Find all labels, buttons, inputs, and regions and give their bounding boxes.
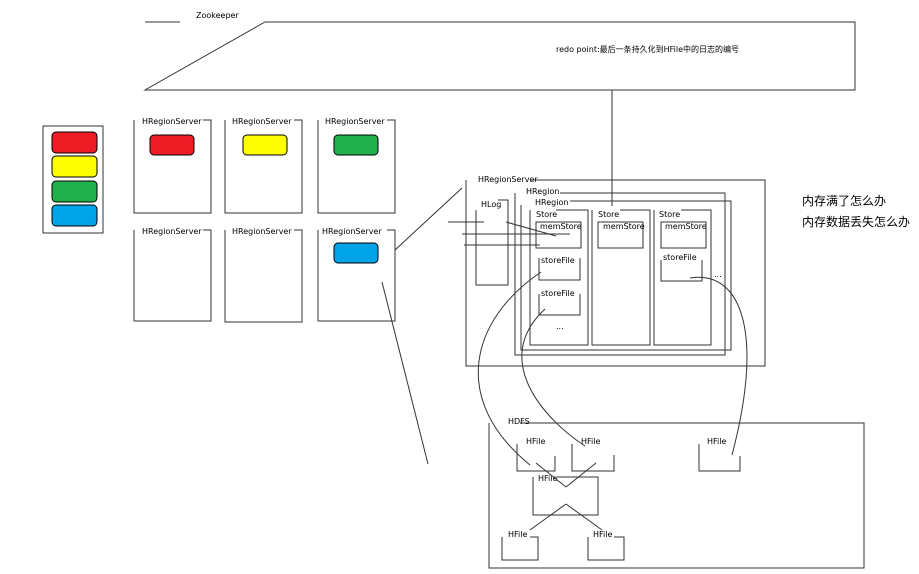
region-server-label: HRegionServer (325, 117, 385, 126)
region-server-3: HRegionServer (317, 117, 396, 214)
store-2 (591, 209, 651, 346)
detail-server-label: HRegionServer (478, 175, 538, 184)
hregion-label: HRegion (535, 198, 568, 207)
hfile-label: HFile (593, 530, 612, 539)
hregion-back-label: HRegion (526, 187, 559, 196)
hregion (520, 200, 732, 351)
flush-curve (477, 271, 542, 466)
store-label: Store (598, 210, 619, 219)
region-chip-blue (333, 242, 379, 264)
ellipsis: ... (714, 270, 722, 279)
question-1: 内存满了怎么办 (802, 193, 886, 208)
hfile-merged-box (532, 476, 599, 516)
region-server-label: HRegionServer (232, 117, 292, 126)
flush-curve (689, 276, 748, 456)
memstore-box (597, 221, 644, 249)
merge-line (535, 462, 567, 488)
palette-chip-red (51, 131, 98, 154)
storefile-label: storeFile (541, 256, 575, 265)
memstore-label: memStore (665, 222, 707, 231)
store-label: Store (536, 210, 557, 219)
question-2: 内存数据丢失怎么办 (802, 214, 910, 229)
hfile-box (571, 444, 615, 472)
region-chip-yellow (242, 134, 288, 156)
store-1 (529, 209, 589, 346)
hfile-label: HFile (538, 474, 557, 483)
split-line (565, 503, 603, 531)
hfile-box (501, 536, 539, 561)
merge-line (565, 462, 597, 488)
hfile-box (698, 444, 741, 472)
region-server-2: HRegionServer (224, 117, 303, 214)
hlog-box (475, 199, 509, 286)
zoom-line-top (394, 187, 463, 251)
memstore-box (660, 221, 707, 249)
region-server-4: HRegionServer (133, 227, 212, 322)
write-line (505, 221, 557, 237)
palette-chip-blue (51, 204, 98, 227)
palette-chip-green (51, 180, 98, 203)
zookeeper-title: Zookeeper (196, 11, 239, 20)
split-line (529, 503, 567, 531)
memstore-label: memStore (540, 222, 582, 231)
hdfs-label: HDFS (508, 417, 530, 426)
storefile-box (538, 294, 581, 316)
region-chip-green (333, 134, 379, 156)
hlog-label: HLog (481, 200, 501, 209)
hfile-label: HFile (581, 437, 600, 446)
zookeeper-note: redo point:最后一条持久化到HFile中的日志的编号 (556, 44, 739, 54)
region-server-1: HRegionServer (133, 117, 212, 214)
palette-chip-yellow (51, 155, 98, 178)
hfile-label: HFile (526, 437, 545, 446)
hfile-label: HFile (707, 437, 726, 446)
region-server-label: HRegionServer (322, 227, 382, 236)
store-label: Store (659, 210, 680, 219)
memstore-box (535, 221, 582, 249)
hfile-box (587, 536, 625, 561)
region-server-6: HRegionServer (317, 227, 396, 322)
storefile-box (660, 260, 703, 282)
palette-frame (42, 125, 104, 234)
storefile-label: storeFile (541, 289, 575, 298)
hregion-back (514, 192, 726, 356)
region-server-label: HRegionServer (232, 227, 292, 236)
storefile-label: storeFile (663, 253, 697, 262)
detail-region-server: HRegionServer HRegion HRegion HLog Store… (448, 175, 766, 367)
zookeeper-box: Zookeeper redo point:最后一条持久化到HFile中的日志的编… (143, 11, 856, 91)
region-server-label: HRegionServer (142, 117, 202, 126)
zoom-line-bottom (381, 281, 429, 465)
hfile-box (516, 444, 556, 472)
region-server-label: HRegionServer (142, 227, 202, 236)
region-chip-red (149, 134, 195, 156)
flush-curve (521, 308, 586, 447)
store-3 (653, 209, 712, 346)
ellipsis: ... (556, 322, 564, 331)
hdfs-box: HDFS HFile HFile HFile HFile HFile HFile (488, 417, 865, 569)
color-palette (42, 125, 104, 234)
storefile-box (538, 258, 581, 281)
hfile-label: HFile (508, 530, 527, 539)
region-server-5: HRegionServer (224, 227, 303, 323)
memstore-label: memStore (603, 222, 645, 231)
